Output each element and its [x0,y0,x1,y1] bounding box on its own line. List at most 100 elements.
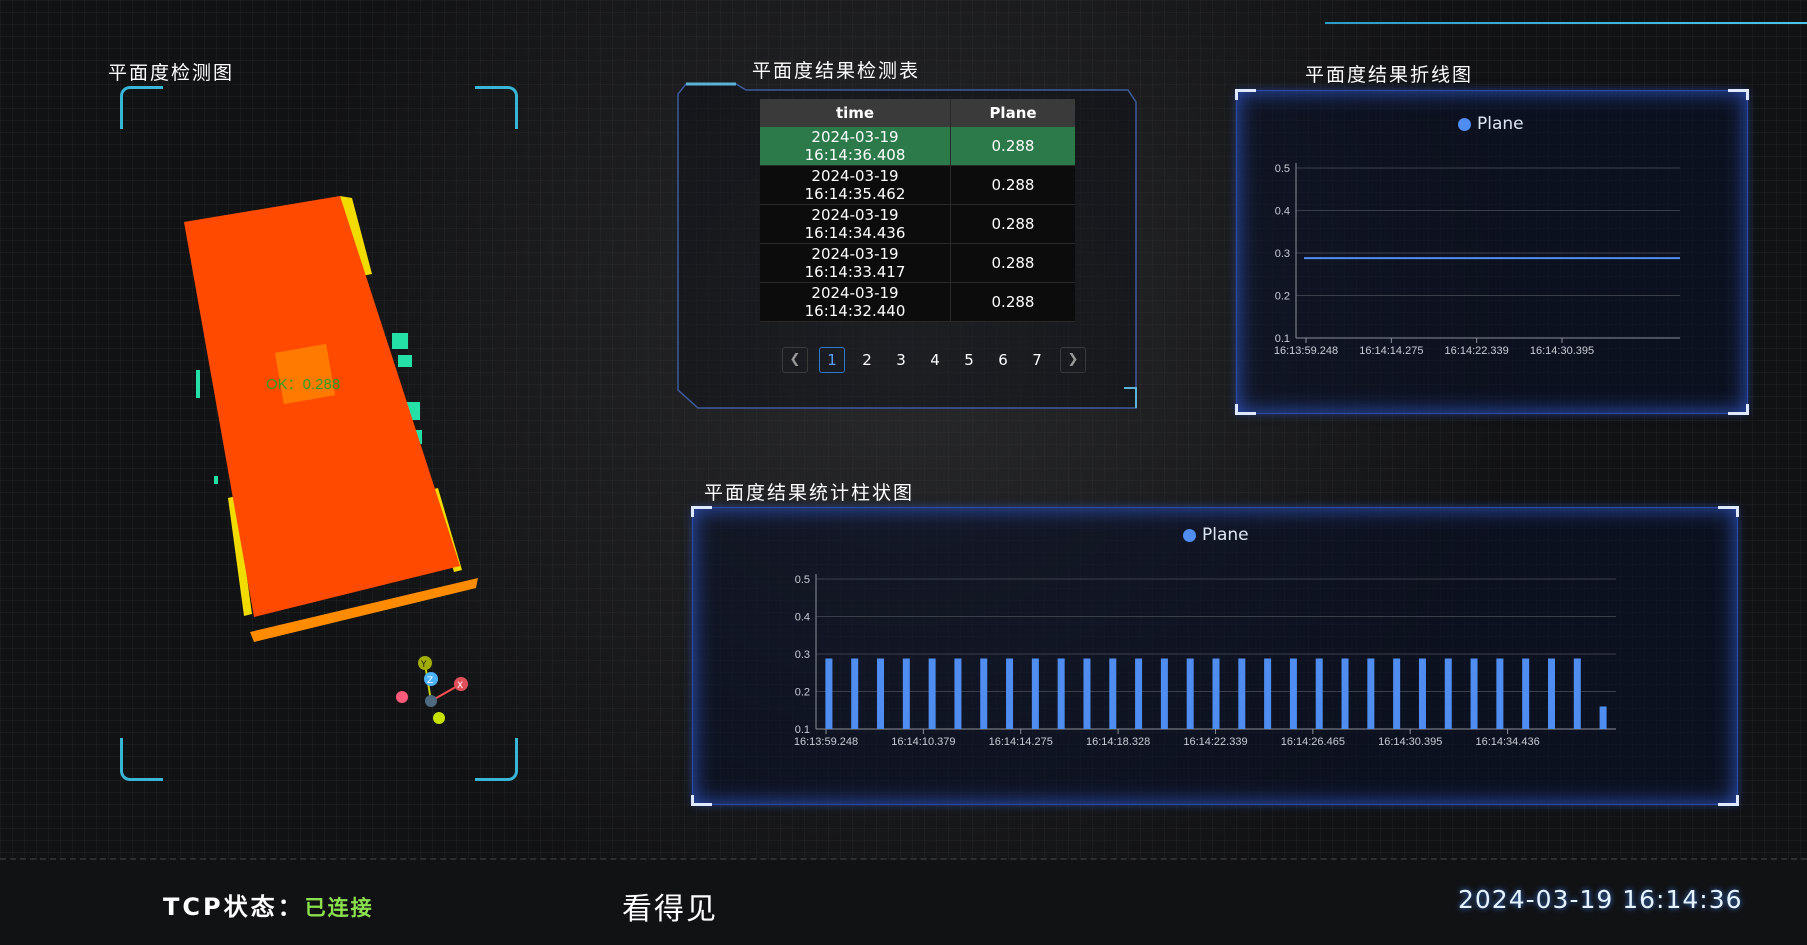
cell-time: 2024-03-19 16:14:36.408 [760,127,951,166]
svg-text:Y: Y [420,660,427,670]
page-button-5[interactable]: 5 [964,351,974,369]
line-chart-frame [1235,89,1749,415]
result-table[interactable]: time Plane 2024-03-19 16:14:36.408 0.288… [760,99,1075,322]
bar [1418,658,1426,729]
bar [1109,658,1117,729]
tcp-status-label: TCP状态： [163,893,305,921]
bar [980,658,988,729]
bar [928,658,936,729]
bar [1212,658,1220,729]
frame-corner [120,86,163,129]
bar [1470,658,1478,729]
cell-time: 2024-03-19 16:14:34.436 [760,204,951,244]
measured-plane [184,196,460,617]
y-tick-label: 0.4 [1275,206,1290,218]
bar [1135,658,1143,729]
cell-plane: 0.288 [950,165,1075,205]
column-header-plane[interactable]: Plane [950,99,1075,127]
bar [902,658,910,729]
bar [1547,658,1555,729]
point-cloud-view[interactable]: OK：0.288 Y Z X [0,0,560,780]
header-accent-line [1325,22,1807,24]
table-row[interactable]: 2024-03-19 16:14:33.417 0.288 [760,243,1075,283]
table-row[interactable]: 2024-03-19 16:14:35.462 0.288 [760,165,1075,205]
bar [1496,658,1504,729]
bar [1160,658,1168,729]
y-tick-label: 0.3 [1275,248,1290,260]
page-button-6[interactable]: 6 [998,351,1008,369]
x-tick-label: 16:14:34.436 [1475,736,1539,748]
x-tick-label: 16:13:59.248 [794,736,858,748]
column-header-time[interactable]: time [760,99,951,127]
page-button-1[interactable]: 1 [819,347,845,373]
y-tick-label: 0.5 [795,574,810,586]
bar [1057,658,1065,729]
x-tick-label: 16:14:22.339 [1445,345,1509,357]
bar [1264,658,1272,729]
page-button-7[interactable]: 7 [1032,351,1042,369]
bar [1599,706,1607,729]
bar [1315,658,1323,729]
bar [1341,658,1349,729]
frame-corner [475,86,518,129]
x-tick-label: 16:13:59.248 [1274,345,1338,357]
x-tick-label: 16:14:18.328 [1086,736,1150,748]
ok-label: OK：0.288 [266,376,340,393]
bar [954,658,962,729]
tcp-status: TCP状态：已连接 [163,887,374,922]
detection-view-frame[interactable] [120,86,518,781]
bar [1186,658,1194,729]
page-button-4[interactable]: 4 [930,351,940,369]
y-tick-label: 0.1 [795,724,810,736]
bar [1367,658,1375,729]
line-chart-legend[interactable]: Plane [1458,114,1524,134]
cell-plane: 0.288 [950,127,1075,166]
cell-time: 2024-03-19 16:14:32.440 [760,282,951,322]
y-tick-label: 0.5 [1275,163,1290,175]
table-row[interactable]: 2024-03-19 16:14:32.440 0.288 [760,282,1075,322]
bar [825,658,833,729]
x-tick-label: 16:14:10.379 [891,736,955,748]
roi-box [274,343,336,405]
clock: 2024-03-19 16:14:36 [1458,885,1743,914]
y-tick-label: 0.3 [795,649,810,661]
frame-corner [120,738,163,781]
bar [1573,658,1581,729]
page-button-2[interactable]: 2 [862,351,872,369]
bar-chart-title: 平面度结果统计柱状图 [704,482,915,504]
x-tick-label: 16:14:14.275 [1359,345,1423,357]
footer-divider [0,858,1807,860]
chevron-left-icon[interactable]: ❮ [782,347,808,373]
bar [1006,658,1014,729]
y-tick-label: 0.2 [795,687,810,699]
cell-plane: 0.288 [950,204,1075,244]
line-chart-title: 平面度结果折线图 [1305,64,1474,86]
cell-plane: 0.288 [950,282,1075,322]
x-tick-label: 16:14:30.395 [1530,345,1594,357]
pagination: ❮ 1 2 3 4 5 6 7 ❯ [776,347,1092,373]
x-tick-label: 16:14:14.275 [989,736,1053,748]
line-chart[interactable]: 0.1 0.2 0.3 0.4 0.5 16:13:59.248 16:14:14.275 1… [1236,90,1746,412]
legend-label: Plane [1477,114,1524,134]
page-button-3[interactable]: 3 [896,351,906,369]
bar [1289,658,1297,729]
x-tick-label: 16:14:30.395 [1378,736,1442,748]
bar [877,658,885,729]
brand-logo: 看得见 [622,892,718,927]
bar [1522,658,1530,729]
cell-time: 2024-03-19 16:14:33.417 [760,243,951,283]
bar [1083,658,1091,729]
table-row[interactable]: 2024-03-19 16:14:34.436 0.288 [760,204,1075,244]
chevron-right-icon[interactable]: ❯ [1060,347,1086,373]
y-tick-label: 0.1 [1275,333,1290,345]
tcp-status-value: 已连接 [304,896,374,920]
table-header-row: time Plane [760,99,1075,127]
table-row[interactable]: 2024-03-19 16:14:36.408 0.288 [760,127,1075,166]
legend-label: Plane [1202,525,1249,545]
bar [1393,658,1401,729]
svg-text:Z: Z [427,676,433,686]
left-panel-title: 平面度检测图 [108,62,235,84]
bar-chart-legend[interactable]: Plane [1183,525,1249,545]
y-tick-label: 0.2 [1275,291,1290,303]
